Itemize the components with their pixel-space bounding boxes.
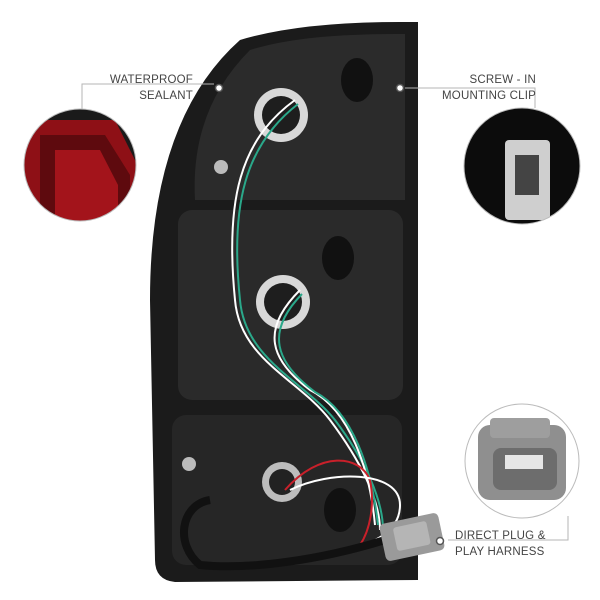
label-line: MOUNTING CLIP xyxy=(442,90,536,102)
mounting-nut xyxy=(182,160,228,471)
harness-label: DIRECT PLUG & PLAY HARNESS xyxy=(455,528,546,560)
label-line: SEALANT xyxy=(139,90,193,102)
label-line: PLAY HARNESS xyxy=(455,546,545,558)
label-line: SCREW - IN xyxy=(469,74,536,86)
waterproof-sealant-label: WATERPROOF SEALANT xyxy=(110,72,193,104)
sealant-detail-circle xyxy=(23,108,137,222)
label-line: WATERPROOF xyxy=(109,74,193,86)
mounting-clip-label: SCREW - IN MOUNTING CLIP xyxy=(430,72,536,104)
bulb-socket-middle xyxy=(256,275,310,329)
wiring-harness xyxy=(180,99,402,571)
bulb-socket-cover xyxy=(322,58,373,532)
label-line: DIRECT PLUG & xyxy=(455,530,546,542)
harness-detail-circle xyxy=(464,403,580,519)
leader-lines xyxy=(81,83,569,541)
callout-dot xyxy=(214,83,445,546)
harness-connector xyxy=(379,513,445,561)
clip-detail-circle xyxy=(463,107,581,225)
bulb-socket-bottom xyxy=(262,462,302,502)
